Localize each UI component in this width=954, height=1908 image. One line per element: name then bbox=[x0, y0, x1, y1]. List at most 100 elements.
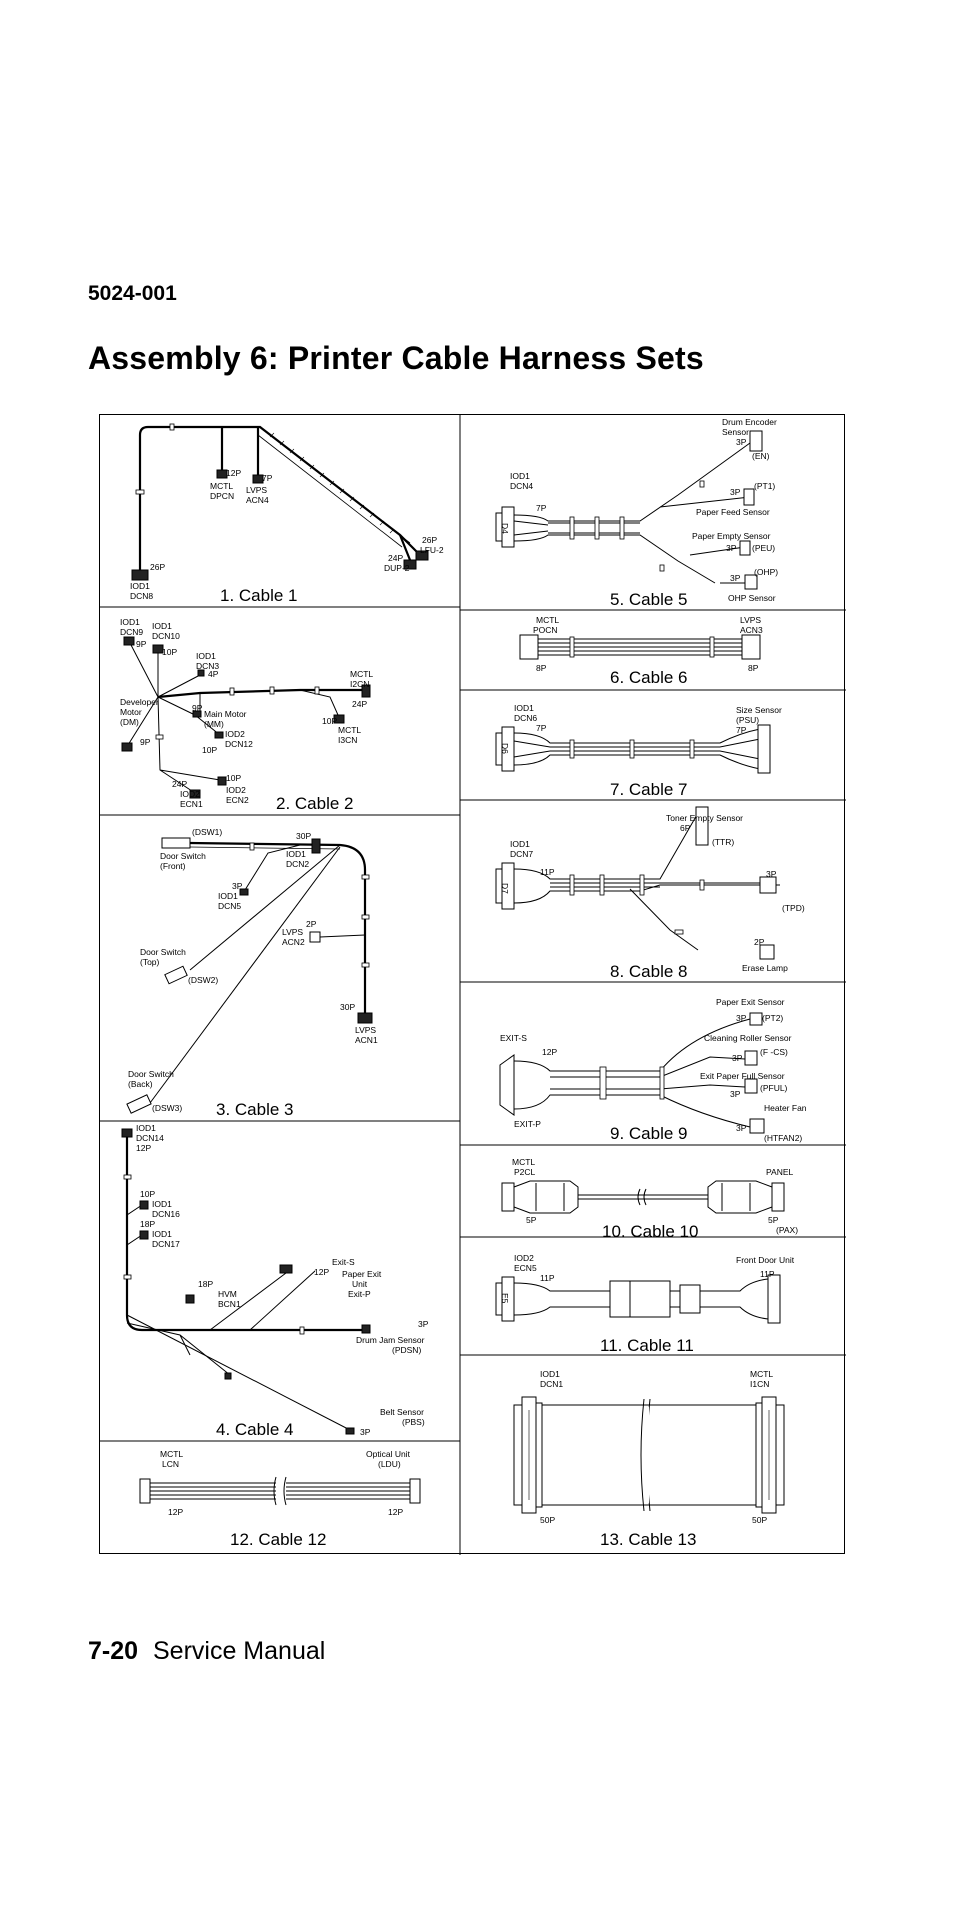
cable-3-label: (DSW3) bbox=[152, 1103, 182, 1113]
cable-3-label: ACN1 bbox=[355, 1035, 378, 1045]
cable-13-caption: 13. Cable 13 bbox=[600, 1530, 696, 1549]
cable-9-label: 12P bbox=[542, 1047, 557, 1057]
cable-4-label: IOD1 bbox=[152, 1199, 172, 1209]
cable-3-label: (DSW1) bbox=[192, 827, 222, 837]
cable-3-label: Door Switch bbox=[140, 947, 186, 957]
cable-10-label: 5P bbox=[526, 1215, 537, 1225]
cable-harness-diagram: 12P MCTL DPCN 7P LVPS ACN4 26P LFU-2 24P… bbox=[100, 415, 846, 1555]
cable-8-label: DCN7 bbox=[510, 849, 533, 859]
cable-10-drawing bbox=[501, 1180, 785, 1214]
cable-3-label: 30P bbox=[340, 1002, 355, 1012]
cable-5-label: Paper Feed Sensor bbox=[696, 507, 770, 517]
cable-2-label: (MM) bbox=[204, 719, 224, 729]
cable-2-label: Main Motor bbox=[204, 709, 247, 719]
cable-7-label: (PSU) bbox=[736, 715, 759, 725]
cable-8-label: D7 bbox=[500, 883, 510, 894]
cable-9-caption: 9. Cable 9 bbox=[610, 1124, 688, 1143]
cable-4-label: (PDSN) bbox=[392, 1345, 421, 1355]
cable-1-label: 26P bbox=[150, 562, 165, 572]
cable-11-caption: 11. Cable 11 bbox=[600, 1336, 694, 1355]
cable-4-label: 10P bbox=[140, 1189, 155, 1199]
cable-13-label: IOD1 bbox=[540, 1369, 560, 1379]
cable-8-label: 11P bbox=[540, 867, 555, 877]
cable-4-label: 3P bbox=[418, 1319, 429, 1329]
cable-5-label: 7P bbox=[536, 503, 547, 513]
cable-10-label: MCTL bbox=[512, 1157, 535, 1167]
cable-2-label: 4P bbox=[208, 669, 219, 679]
cable-13-label: DCN1 bbox=[540, 1379, 563, 1389]
cable-2-label: ECN1 bbox=[180, 799, 203, 809]
cable-4-label: HVM bbox=[218, 1289, 237, 1299]
cable-4-label: 12P bbox=[314, 1267, 329, 1277]
cable-12-label: Optical Unit bbox=[366, 1449, 411, 1459]
cable-5-label: 3P bbox=[726, 543, 737, 553]
cable-3-label: IOD1 bbox=[286, 849, 306, 859]
cable-6-drawing bbox=[519, 634, 761, 660]
cable-9-label: EXIT-P bbox=[514, 1119, 541, 1129]
cable-4-label: DCN17 bbox=[152, 1239, 180, 1249]
cable-5-label: OHP Sensor bbox=[728, 593, 776, 603]
cable-1-label: DPCN bbox=[210, 491, 234, 501]
cable-3-caption: 3. Cable 3 bbox=[216, 1100, 294, 1119]
cable-2-label: MCTL bbox=[350, 669, 373, 679]
cable-2-label: 10P bbox=[162, 647, 177, 657]
cable-3-drawing bbox=[126, 837, 373, 1114]
cable-4-label: DCN14 bbox=[136, 1133, 164, 1143]
cable-12-drawing bbox=[139, 1476, 421, 1506]
cable-7-caption: 7. Cable 7 bbox=[610, 780, 688, 799]
cable-3-label: 2P bbox=[306, 919, 317, 929]
cable-5-label: IOD1 bbox=[510, 471, 530, 481]
cable-3-label: (DSW2) bbox=[188, 975, 218, 985]
cable-4-drawing bbox=[121, 1128, 371, 1435]
cable-12-label: 12P bbox=[168, 1507, 183, 1517]
cable-5-label: Drum Encoder bbox=[722, 417, 777, 427]
cable-4-label: IOD1 bbox=[152, 1229, 172, 1239]
cable-9-label: Paper Exit Sensor bbox=[716, 997, 785, 1007]
cable-1-label: 12P bbox=[226, 468, 241, 478]
cable-6-label: 8P bbox=[748, 663, 759, 673]
cable-5-label: Paper Empty Sensor bbox=[692, 531, 771, 541]
cable-4-label: 12P bbox=[136, 1143, 151, 1153]
cable-1-label: MCTL bbox=[210, 481, 233, 491]
cable-9-label: Exit Paper Full Sensor bbox=[700, 1071, 785, 1081]
cable-11-label: E5 bbox=[500, 1293, 510, 1304]
cable-5-label: (PEU) bbox=[752, 543, 775, 553]
cable-4-label: Belt Sensor bbox=[380, 1407, 424, 1417]
cable-5-caption: 5. Cable 5 bbox=[610, 590, 688, 609]
cable-7-label: 7P bbox=[736, 725, 747, 735]
cable-9-label: 3P bbox=[732, 1053, 743, 1063]
cable-2-label: DCN12 bbox=[225, 739, 253, 749]
cable-1-caption: 1. Cable 1 bbox=[220, 586, 298, 605]
cable-4-label: 3P bbox=[360, 1427, 371, 1437]
cable-1-label: 26P bbox=[422, 535, 437, 545]
cable-8-label: IOD1 bbox=[510, 839, 530, 849]
cable-7-label: 7P bbox=[536, 723, 547, 733]
cable-10-caption: 10. Cable 10 bbox=[602, 1222, 698, 1241]
cable-10-label: PANEL bbox=[766, 1167, 794, 1177]
page-title: Assembly 6: Printer Cable Harness Sets bbox=[88, 340, 704, 376]
cable-2-label: IOD1 bbox=[120, 617, 140, 627]
cable-9-label: EXIT-S bbox=[500, 1033, 527, 1043]
cable-2-label: 24P bbox=[172, 779, 187, 789]
cable-11-label: ECN5 bbox=[514, 1263, 537, 1273]
cable-1-label: IOD1 bbox=[130, 581, 150, 591]
cable-5-label: (OHP) bbox=[754, 567, 778, 577]
cable-3-label: (Top) bbox=[140, 957, 160, 967]
cable-3-label: (Back) bbox=[128, 1079, 153, 1089]
cable-4-label: (PBS) bbox=[402, 1417, 425, 1427]
cable-13-label: 50P bbox=[540, 1515, 555, 1525]
cable-2-label: 9P bbox=[192, 703, 203, 713]
cable-1-label: ACN4 bbox=[246, 495, 269, 505]
cable-8-label: (TTR) bbox=[712, 837, 734, 847]
cable-2-label: IOD2 bbox=[226, 785, 246, 795]
cable-2-label: 24P bbox=[352, 699, 367, 709]
cable-2-label: IOD2 bbox=[180, 789, 200, 799]
cable-8-label: (TPD) bbox=[782, 903, 805, 913]
cable-4-label: Unit bbox=[352, 1279, 368, 1289]
cable-6-label: 8P bbox=[536, 663, 547, 673]
cable-2-label: I2CN bbox=[350, 679, 369, 689]
cable-12-label: (LDU) bbox=[378, 1459, 401, 1469]
cable-9-label: (HTFAN2) bbox=[764, 1133, 802, 1143]
cable-8-label: Erase Lamp bbox=[742, 963, 788, 973]
cable-13-drawing bbox=[513, 1396, 785, 1514]
